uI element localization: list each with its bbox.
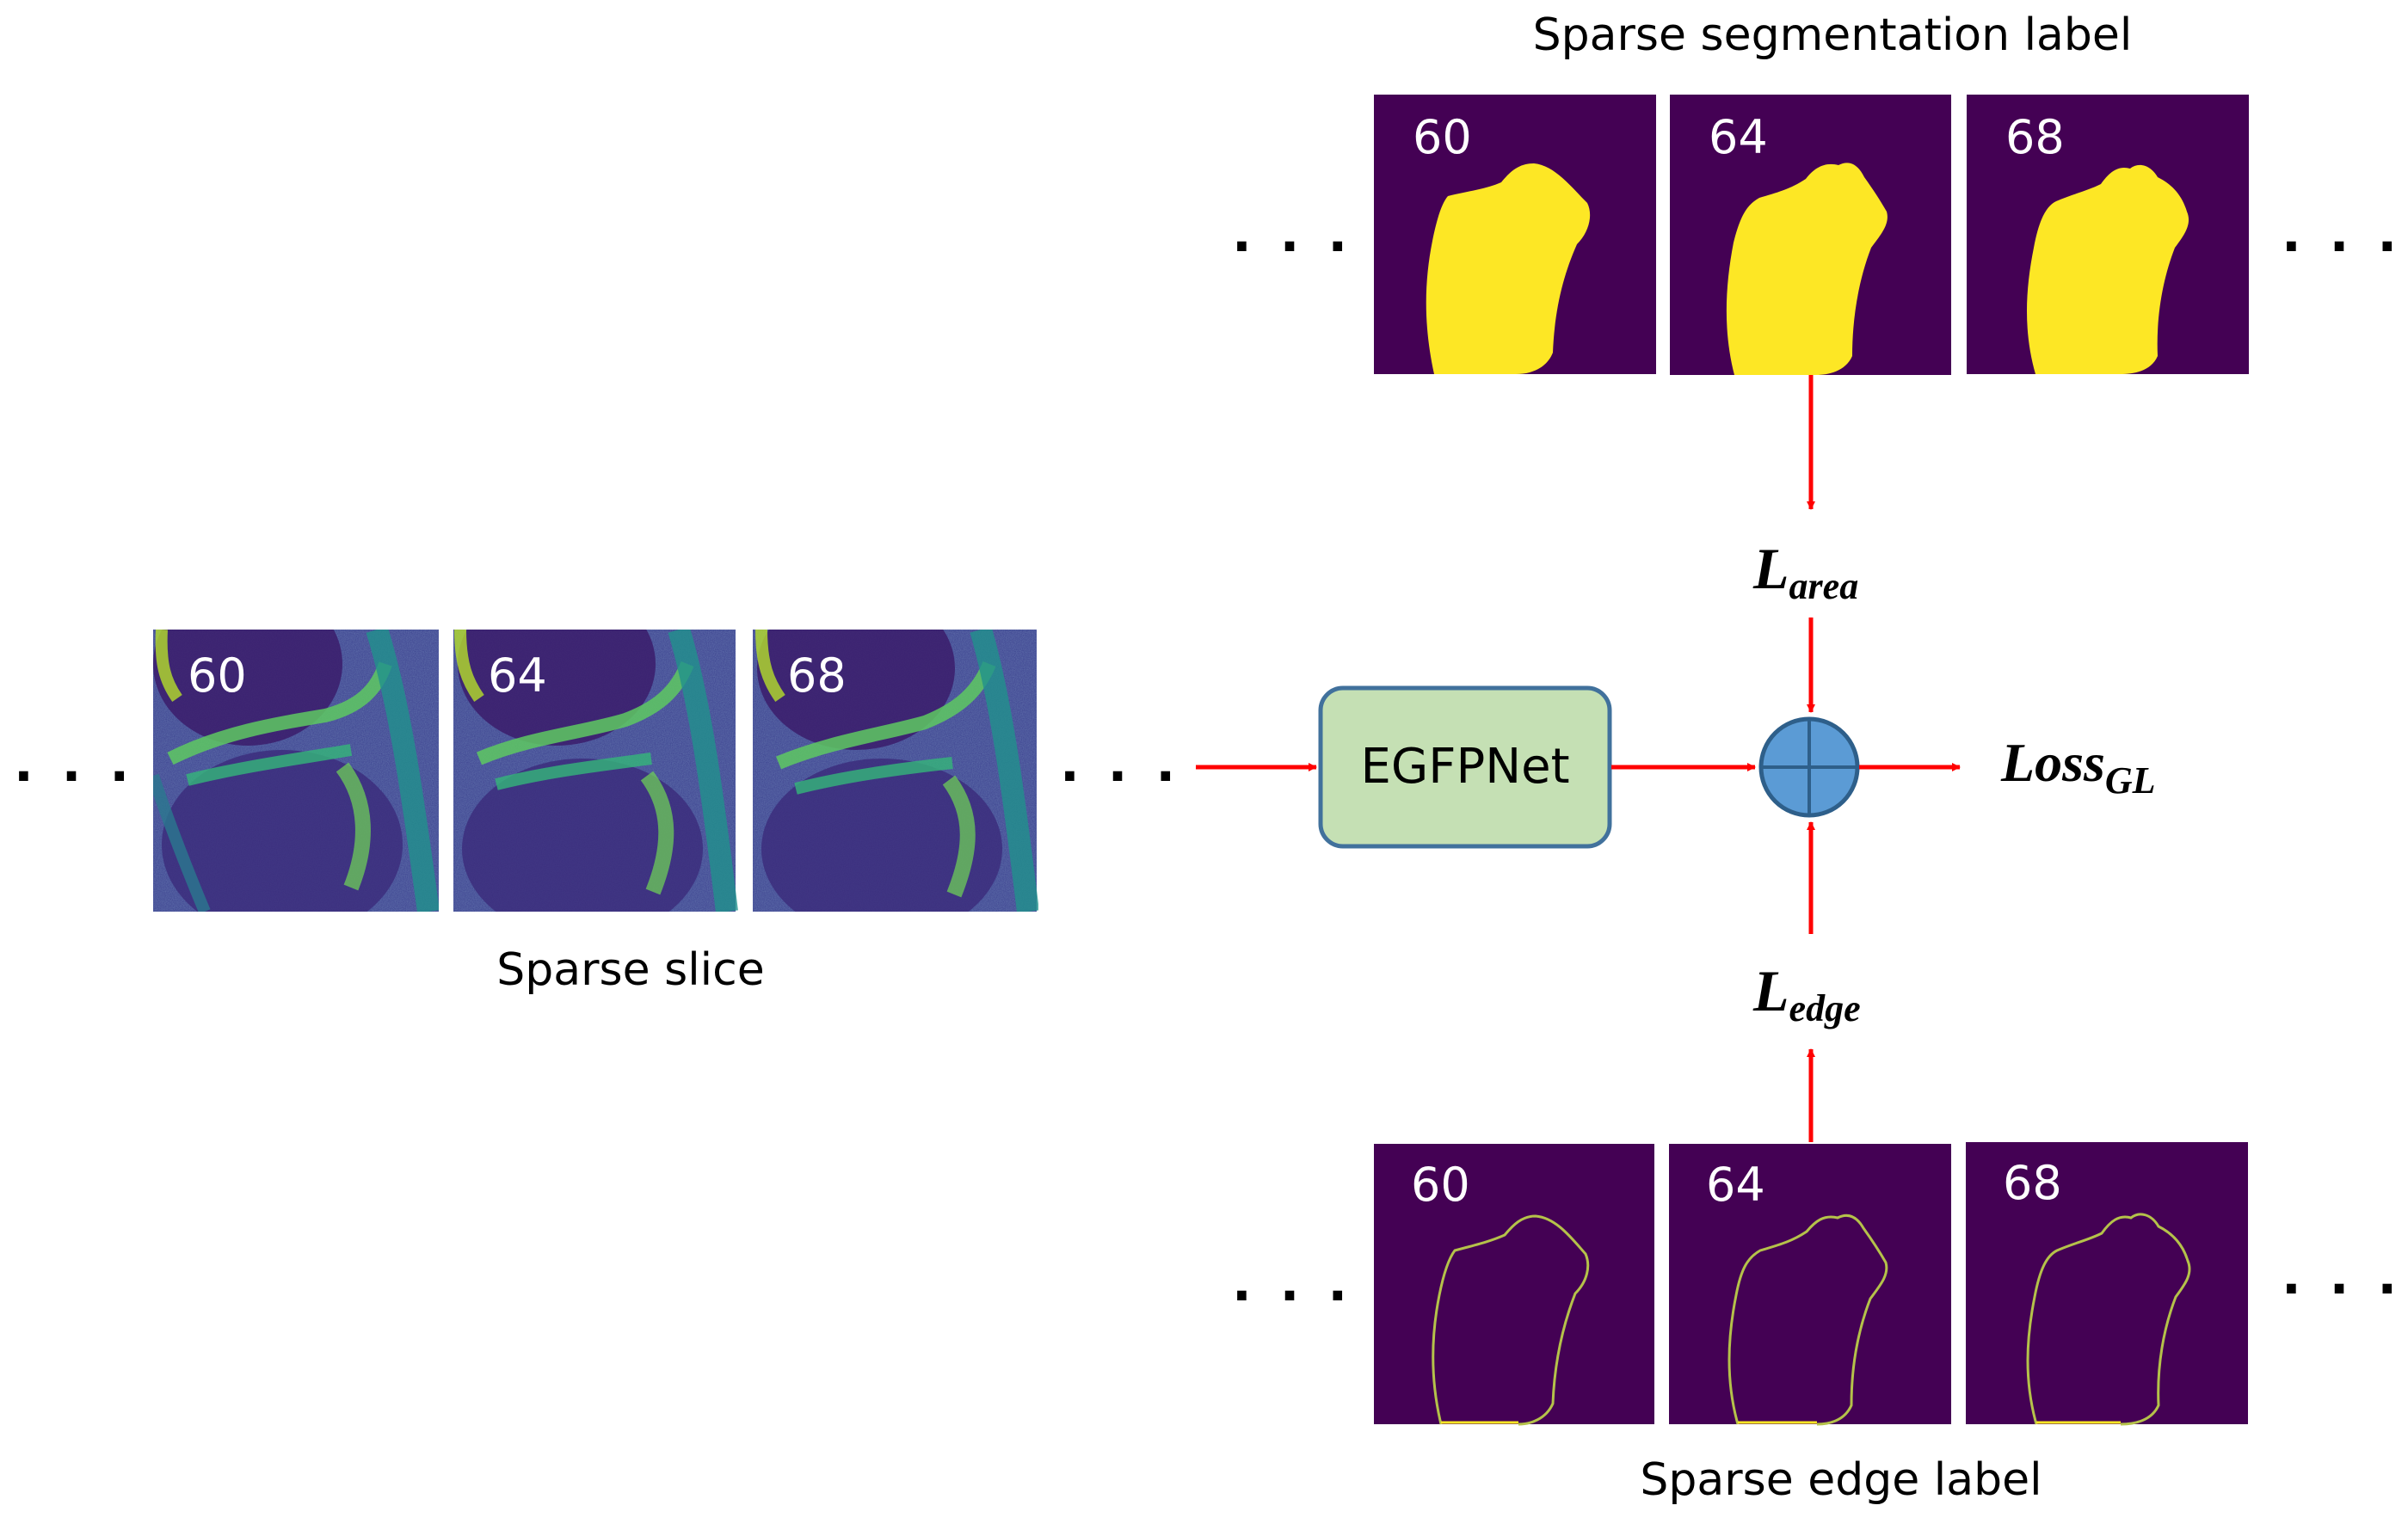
seg-panel-68: 68 bbox=[1967, 95, 2249, 374]
segmentation-label-title: Sparse segmentation label bbox=[1533, 9, 2133, 61]
loss-main: Loss bbox=[2000, 732, 2105, 793]
seg-panel-60: 60 bbox=[1374, 95, 1656, 374]
edge-panel-64: 64 bbox=[1669, 1144, 1951, 1426]
edge-panel-68: 68 bbox=[1966, 1142, 2248, 1426]
loss-sub: GL bbox=[2105, 759, 2156, 802]
seg-mask-60 bbox=[1426, 163, 1591, 374]
slice-left-ellipsis: . . . bbox=[14, 734, 134, 794]
l-edge-sub: edge bbox=[1789, 987, 1861, 1029]
seg-panel-64: 64 bbox=[1670, 95, 1951, 375]
seg-number-60: 60 bbox=[1413, 110, 1472, 164]
edge-contour-68 bbox=[2026, 1213, 2191, 1426]
l-area-main: L bbox=[1752, 536, 1789, 601]
slice-number-60: 60 bbox=[188, 648, 247, 703]
seg-mask-64 bbox=[1726, 163, 1888, 375]
egfpnet-label: EGFPNet bbox=[1360, 739, 1569, 795]
l-edge-main: L bbox=[1752, 958, 1789, 1023]
seg-right-ellipsis: . . . bbox=[2282, 204, 2402, 264]
slice-number-64: 64 bbox=[488, 648, 547, 703]
slice-panel-68: 68 bbox=[753, 630, 1038, 912]
sum-node bbox=[1758, 716, 1860, 818]
edge-number-64: 64 bbox=[1706, 1158, 1765, 1212]
egfpnet-block: EGFPNet bbox=[1318, 685, 1612, 849]
loss-gl-label: LossGL bbox=[2000, 732, 2156, 802]
slice-panel-64: 64 bbox=[453, 630, 738, 912]
seg-number-64: 64 bbox=[1709, 110, 1768, 164]
edge-panel-60: 60 bbox=[1374, 1144, 1654, 1426]
slice-right-ellipsis: . . . bbox=[1060, 734, 1180, 794]
l-area-label: Larea bbox=[1752, 536, 1858, 607]
edge-number-68: 68 bbox=[2003, 1156, 2062, 1210]
slice-number-68: 68 bbox=[787, 648, 847, 703]
slice-panel-60: 60 bbox=[153, 630, 439, 912]
seg-number-68: 68 bbox=[2005, 110, 2065, 164]
edge-left-ellipsis: . . . bbox=[1232, 1253, 1352, 1313]
seg-left-ellipsis: . . . bbox=[1232, 204, 1352, 264]
edge-right-ellipsis: . . . bbox=[2282, 1246, 2402, 1306]
seg-mask-68 bbox=[2027, 164, 2189, 374]
l-area-sub: area bbox=[1789, 565, 1859, 607]
edge-contour-60 bbox=[1432, 1214, 1590, 1426]
edge-contour-64 bbox=[1727, 1214, 1888, 1426]
edge-label-title: Sparse edge label bbox=[1640, 1454, 2042, 1506]
sparse-slice-title: Sparse slice bbox=[496, 944, 764, 996]
l-edge-label: Ledge bbox=[1752, 958, 1861, 1029]
edge-number-60: 60 bbox=[1411, 1158, 1470, 1212]
